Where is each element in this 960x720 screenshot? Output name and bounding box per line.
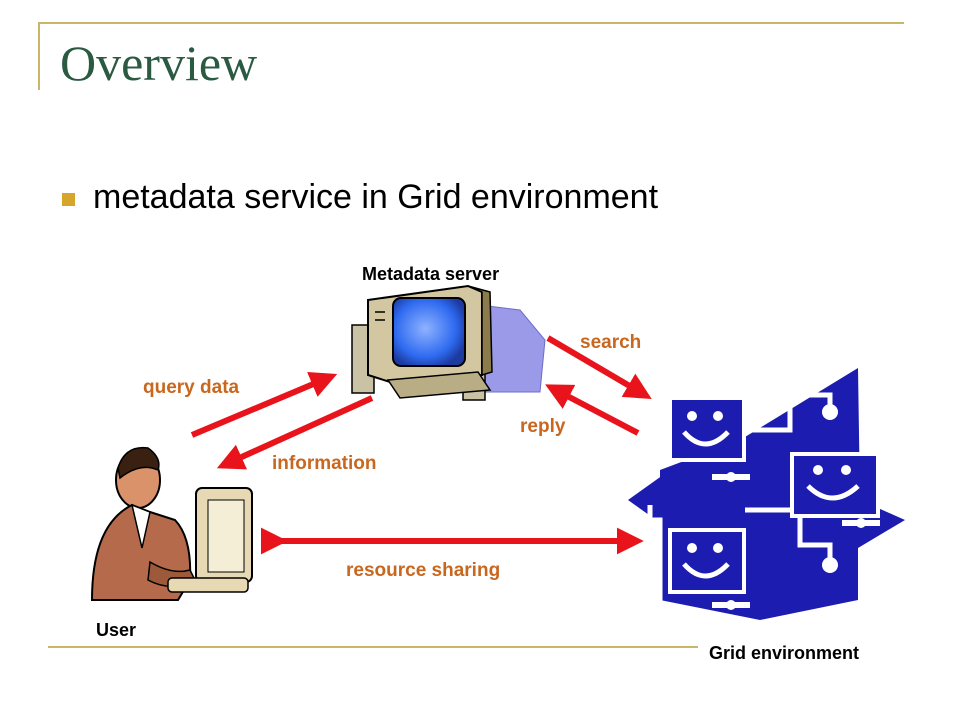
query-data-arrow — [190, 371, 338, 438]
title-frame-left-rule — [38, 22, 40, 90]
grid-node-icon-2 — [790, 452, 880, 528]
information-arrow — [216, 395, 374, 470]
grid-environment-icon — [628, 368, 905, 620]
reply-label: reply — [520, 416, 566, 437]
user-label: User — [96, 620, 137, 640]
query-data-label: query data — [143, 377, 240, 398]
footer-rule — [48, 646, 698, 648]
bullet-marker — [62, 193, 75, 206]
search-arrow — [546, 335, 652, 399]
grid-node-icon-3 — [668, 528, 750, 610]
server-label: Metadata server — [362, 264, 500, 284]
user-at-computer-icon — [90, 446, 253, 601]
reply-arrow — [545, 384, 640, 436]
slide-title: Overview — [60, 35, 258, 91]
grid-node-icon-1 — [668, 396, 750, 482]
bullet-text: metadata service in Grid environment — [93, 178, 659, 216]
search-label: search — [580, 332, 642, 353]
information-label: information — [272, 453, 377, 474]
grid-environment-label: Grid environment — [709, 643, 860, 663]
title-frame-top-rule — [38, 22, 904, 24]
server-computer-icon — [351, 284, 546, 401]
resource-sharing-label: resource sharing — [346, 560, 501, 581]
